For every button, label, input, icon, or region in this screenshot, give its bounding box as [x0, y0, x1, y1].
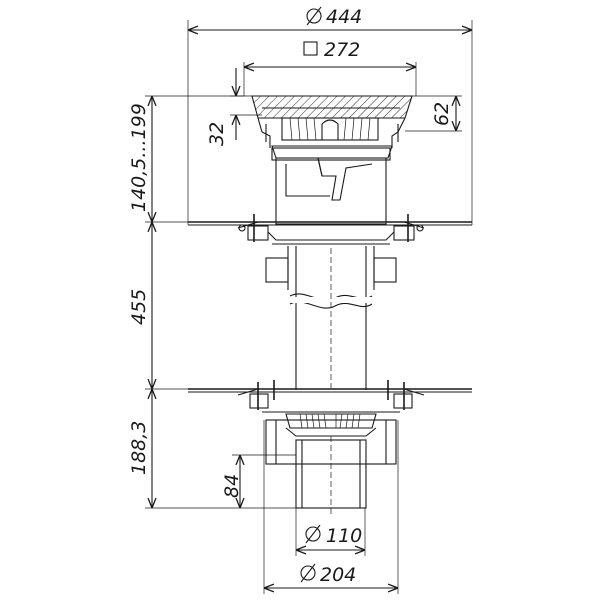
dim-top-diameter: 444 — [187, 6, 473, 225]
lower-membrane — [188, 380, 472, 413]
square-icon — [303, 41, 318, 56]
upper-membrane — [188, 214, 472, 245]
dim-bottom-length-label: 188,3 — [128, 421, 150, 475]
diameter-icon — [300, 563, 316, 583]
grate-basket — [271, 117, 393, 159]
dim-grate-square-label: 272 — [324, 39, 360, 61]
diameter-icon — [306, 6, 322, 26]
dim-outlet-length-label: 84 — [221, 474, 243, 498]
dim-grate-depth-label: 32 — [206, 122, 228, 146]
dim-mid-length: 455 — [128, 221, 188, 390]
drain-assembly — [188, 95, 472, 514]
dim-adjustable-height: 140,5...199 — [128, 95, 244, 222]
lower-body — [265, 413, 397, 465]
dim-flange-diameter-label: 204 — [320, 564, 356, 586]
dim-adjustable-height-label: 140,5...199 — [128, 103, 150, 212]
dim-grate-depth: 32 — [206, 68, 262, 146]
diameter-icon — [305, 524, 321, 544]
dim-top-diameter-label: 444 — [326, 6, 362, 28]
dim-flange-diameter: 204 — [263, 420, 399, 594]
upper-body — [271, 147, 391, 225]
dim-mid-length-label: 455 — [128, 289, 150, 325]
middle-pipe — [265, 246, 397, 390]
dim-bottom-length: 188,3 — [128, 389, 300, 509]
dim-outlet-diameter: 110 — [295, 508, 366, 556]
grate-frame — [251, 95, 413, 148]
dim-outlet-diameter-label: 110 — [326, 525, 362, 547]
dim-outlet-length: 84 — [221, 454, 296, 508]
outlet-pipe — [295, 436, 367, 514]
dim-grate-height-label: 62 — [431, 102, 453, 126]
dim-grate-square: 272 — [243, 39, 417, 96]
dim-grate-height: 62 — [405, 95, 462, 132]
